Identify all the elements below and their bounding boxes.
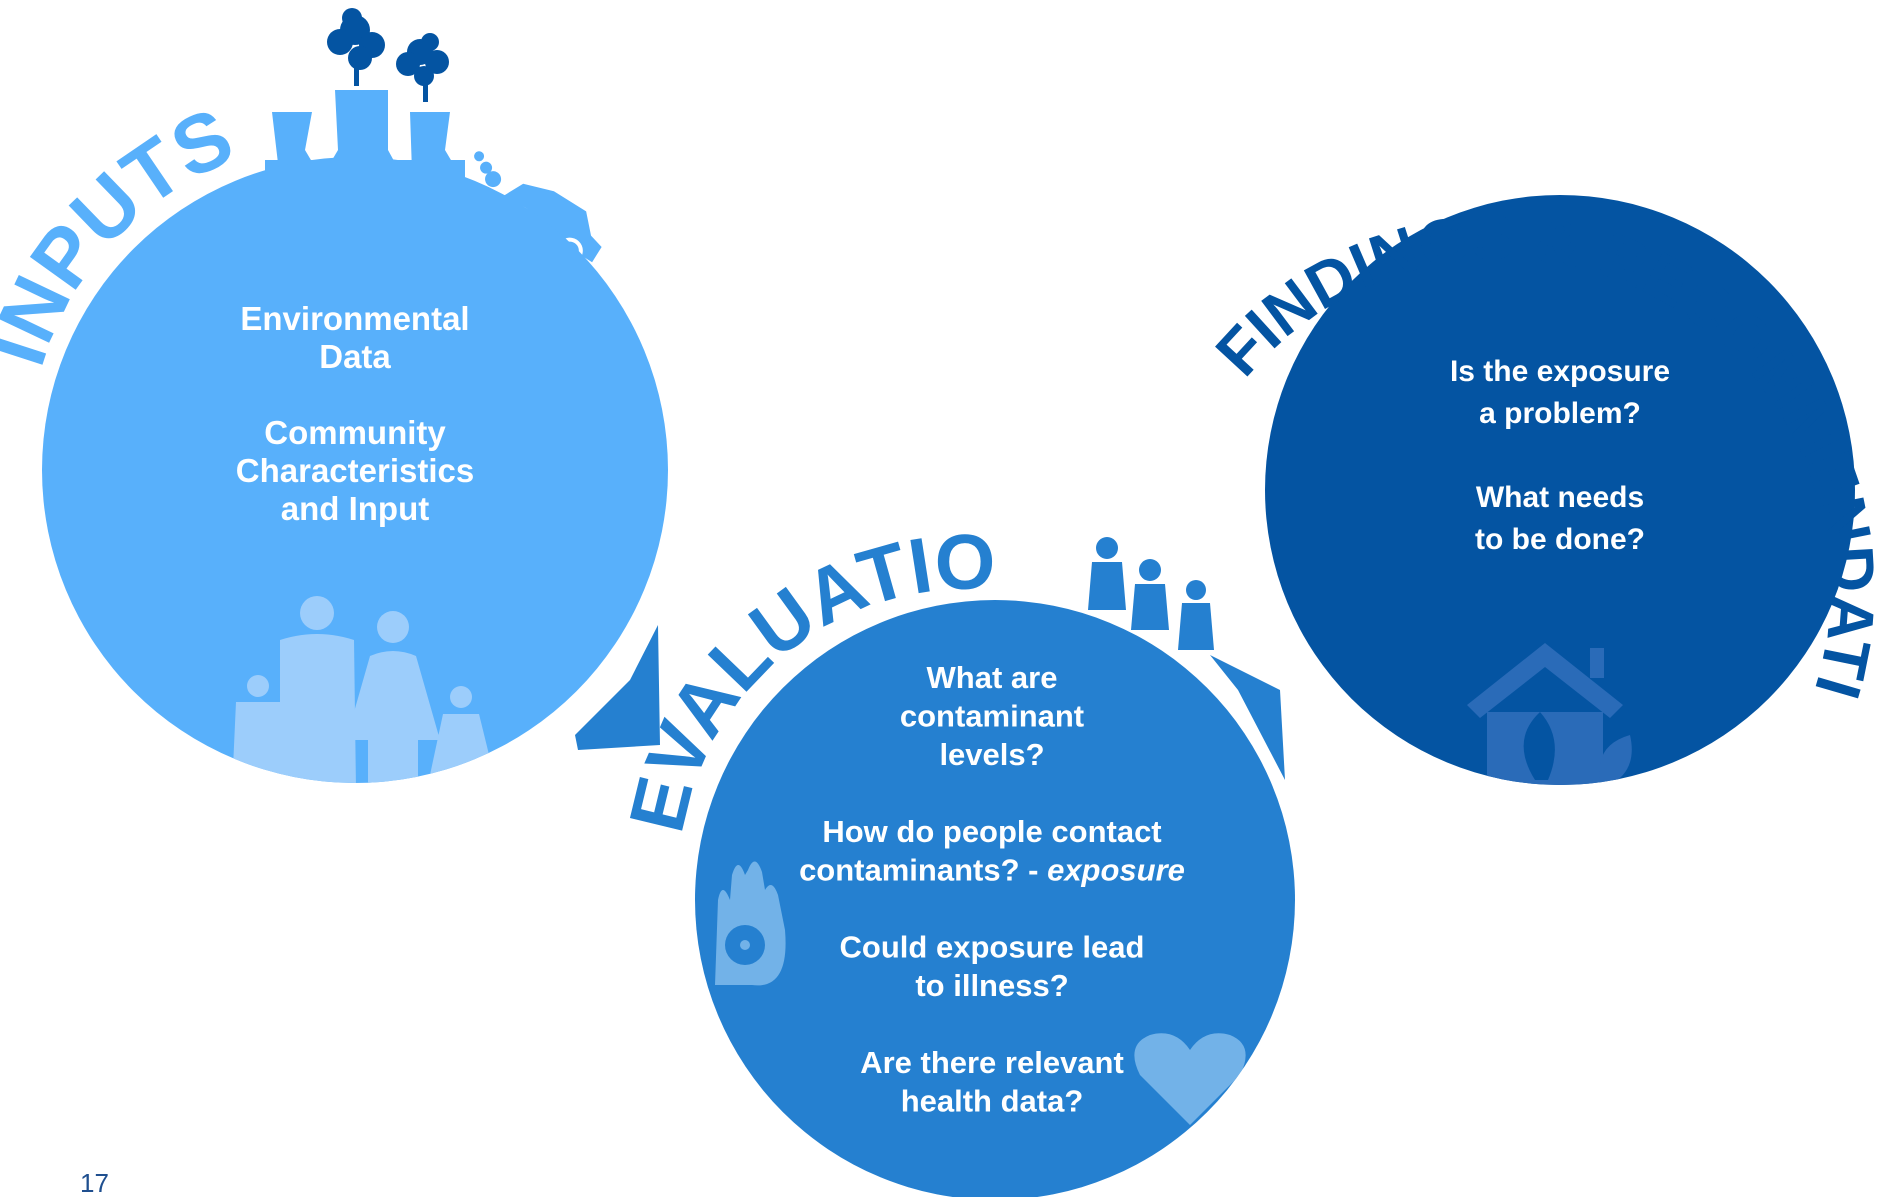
inputs-stage: INPUTS EnvironmentalDataCommunityCharact…	[0, 8, 668, 783]
arrow-icon	[1210, 655, 1285, 780]
evaluation-text-line: levels?	[939, 737, 1044, 772]
inputs-circle	[42, 157, 668, 783]
inputs-text-line: Environmental	[240, 300, 469, 337]
people-icon	[1088, 537, 1214, 650]
evaluation-text-line: What are	[927, 660, 1058, 695]
evaluation-text-line: contaminants? - exposure	[799, 853, 1185, 888]
evaluation-text-line: to illness?	[915, 968, 1068, 1003]
inputs-text: EnvironmentalDataCommunityCharacteristic…	[236, 300, 474, 527]
hand-radiation-icon	[715, 861, 786, 986]
heart-icon	[1134, 1033, 1246, 1125]
findings-text-line: to be done?	[1475, 523, 1645, 556]
findings-text-line: Is the exposure	[1450, 355, 1670, 388]
findings-text-line: What needs	[1476, 481, 1644, 514]
findings-circle	[1265, 195, 1855, 785]
evaluation-text-line: health data?	[901, 1084, 1084, 1119]
arrow-icon	[575, 625, 660, 750]
inputs-text-line: Community	[264, 414, 446, 451]
evaluation-text-line: Could exposure lead	[840, 930, 1145, 965]
inputs-text-line: Data	[319, 338, 391, 375]
inputs-text-line: Characteristics	[236, 452, 474, 489]
findings-text: Is the exposure a problem? What needs to be…	[1450, 355, 1670, 556]
evaluation-text-line: contaminant	[900, 699, 1084, 734]
evaluation-text-line: How do people contact	[822, 814, 1161, 849]
findings-text-line: a problem?	[1479, 397, 1641, 430]
inputs-text-line: and Input	[281, 490, 429, 527]
page-number: 17	[80, 1168, 109, 1198]
evaluation-text-line: Are there relevant	[860, 1045, 1124, 1080]
house-leaf-icon	[1467, 643, 1632, 785]
